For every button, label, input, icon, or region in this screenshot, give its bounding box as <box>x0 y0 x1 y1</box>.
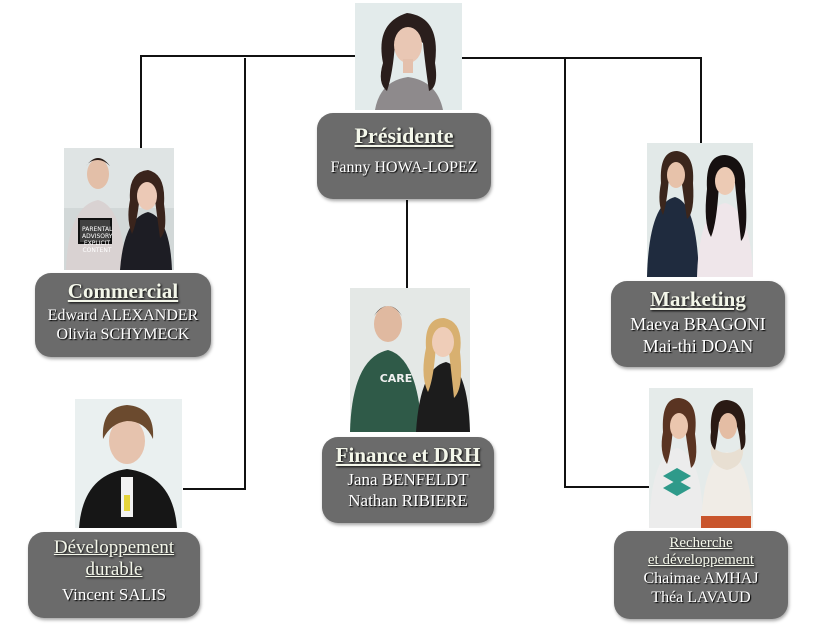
recherche-box: Recherche et développement Chaimae AMHAJ… <box>614 531 788 619</box>
recherche-title-line1: Recherche <box>669 535 733 551</box>
commercial-name-1: Edward ALEXANDER <box>47 307 199 324</box>
connector-finance-drop <box>406 200 408 288</box>
marketing-name-1: Maeva BRAGONI <box>630 314 766 334</box>
recherche-photo <box>649 388 753 528</box>
commercial-box: Commercial Edward ALEXANDER Olivia SCHYM… <box>35 273 211 357</box>
finance-photo <box>350 288 470 432</box>
finance-name-2: Nathan RIBIERE <box>348 491 468 510</box>
connector-marketing-drop <box>700 57 702 145</box>
connector-durable-drop <box>244 58 246 490</box>
finance-box: Finance et DRH Jana BENFELDT Nathan RIBI… <box>322 437 494 523</box>
connector-commercial-drop <box>140 55 142 149</box>
durable-box: Développement durable Vincent SALIS <box>28 532 200 618</box>
finance-title: Finance et DRH <box>335 443 481 467</box>
president-title: Présidente <box>354 123 454 148</box>
marketing-photo <box>647 143 753 277</box>
recherche-name-1: Chaimae AMHAJ <box>643 570 759 587</box>
marketing-name-2: Mai-thi DOAN <box>642 336 754 356</box>
connector-top-right <box>462 57 702 59</box>
durable-title-line2: durable <box>85 559 143 580</box>
connector-durable-stub <box>183 488 246 490</box>
president-photo <box>355 3 462 110</box>
connector-recherche-drop <box>564 57 566 488</box>
recherche-name-2: Théa LAVAUD <box>651 589 751 606</box>
durable-title-line1: Développement <box>53 537 175 558</box>
president-name: Fanny HOWA-LOPEZ <box>330 159 478 176</box>
durable-name-1: Vincent SALIS <box>61 585 167 604</box>
finance-name-1: Jana BENFELDT <box>347 470 469 489</box>
durable-photo <box>75 399 182 528</box>
marketing-box: Marketing Maeva BRAGONI Mai-thi DOAN <box>611 281 785 367</box>
connector-recherche-stub <box>564 486 650 488</box>
commercial-title: Commercial <box>67 279 179 303</box>
advisory-tshirt-text: PARENTAL ADVISORY EXPLICIT CONTENT <box>82 226 113 254</box>
commercial-name-2: Olivia SCHYMECK <box>56 326 190 343</box>
president-box: Présidente Fanny HOWA-LOPEZ <box>317 113 491 199</box>
recherche-title-line2: et développement <box>647 552 755 568</box>
marketing-title: Marketing <box>650 287 746 311</box>
sweatshirt-text: CARE <box>379 372 413 385</box>
commercial-photo <box>64 148 174 270</box>
connector-top-left <box>140 55 358 57</box>
